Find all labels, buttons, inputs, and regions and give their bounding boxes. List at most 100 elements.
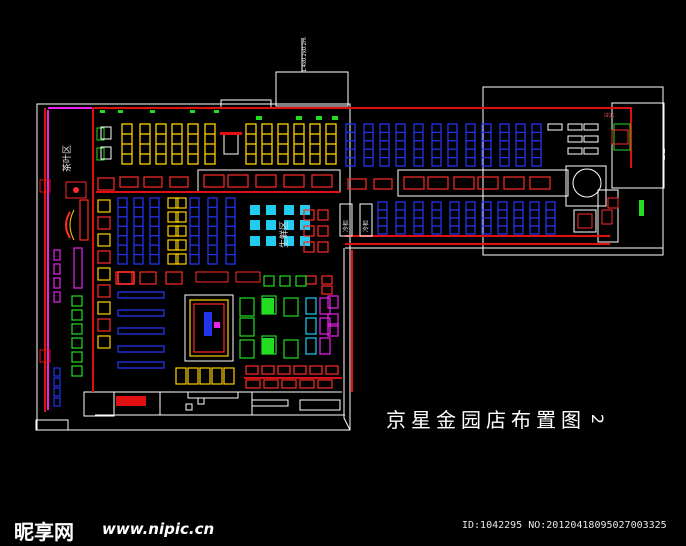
plan-title-text: 京星金园店布置图 [386,408,586,432]
shelf-unit [53,397,61,407]
shelf-unit [295,275,307,287]
shelf-unit [317,241,329,253]
bottom-rows-blue [117,291,165,369]
shelf-unit [71,309,83,321]
shelf-unit [97,177,115,191]
shelf-unit [117,197,128,265]
shelf-unit [204,312,212,336]
shelf-unit [71,323,83,335]
shelf-unit [250,205,260,215]
shelf-unit [447,123,458,167]
shelf-unit [239,339,255,359]
shelf-unit [97,335,111,349]
shelf-unit [133,197,144,265]
shelf-unit [71,337,83,349]
shelf-unit [175,197,187,209]
shelf-unit [263,275,275,287]
top-wall-fixtures [100,110,338,120]
top-shelving-yellow [121,123,337,165]
shelf-unit [345,123,356,167]
shelf-unit [143,176,163,188]
shelf-unit [187,367,199,385]
shelf-unit [175,225,187,237]
shelf-unit [203,174,225,188]
shelf-unit [71,295,83,307]
shelf-unit [427,176,449,190]
shelf-unit [97,301,111,315]
shelf-unit [262,338,274,354]
shelf-unit [97,199,111,213]
shelf-unit [303,225,315,237]
shelf-unit [431,123,442,167]
shelf-unit [413,123,424,167]
shelf-unit [373,178,393,190]
dimension-label-right: — — [662,148,668,160]
shelf-unit [239,297,255,317]
shelf-unit [165,271,183,285]
shelf-unit [303,209,315,221]
shelf-unit [167,197,179,209]
shelf-unit [214,322,220,328]
shelf-unit [321,285,333,295]
shelf-unit [293,365,307,375]
shelf-unit [175,211,187,223]
shelf-unit [317,225,329,237]
shelf-unit [317,209,329,221]
shelf-unit [529,176,551,190]
shelf-unit [53,277,61,289]
shelf-unit [262,298,274,314]
shelf-unit [53,291,61,303]
shelf-unit [53,387,61,397]
shelf-unit [193,303,225,353]
watermark: 昵享网 www.nipic.cn [8,510,228,546]
fixture-label: 冷柜 [342,220,350,232]
top-shelving-blue [345,123,542,167]
shelf-unit [71,365,83,377]
centre-racks-blue [117,197,236,265]
shelf-unit [284,236,294,246]
shelf-unit [503,176,525,190]
shelf-unit [283,174,305,188]
building-outline [35,38,665,431]
shelf-unit [79,199,89,241]
shelf-unit [97,318,111,332]
shelf-unit [223,367,235,385]
shelf-unit [53,367,61,377]
shelf-unit [239,317,255,337]
shelf-unit [327,295,339,309]
shelf-unit [97,284,111,298]
shelf-unit [300,220,310,230]
shelf-unit [266,205,276,215]
shelf-unit [175,239,187,251]
shelf-unit [117,361,165,369]
shelf-unit [117,291,165,299]
shelf-unit [211,367,223,385]
shelf-unit [305,275,317,285]
shelf-unit [499,123,510,167]
shelf-unit [327,323,339,337]
shelf-unit [167,239,179,251]
shelf-unit [119,176,139,188]
shelf-unit [300,236,310,246]
shelf-unit [281,379,297,389]
shelf-unit [284,205,294,215]
left-shelving [97,197,339,389]
shelf-unit [207,197,218,265]
shelf-unit [263,379,279,389]
shelf-unit [317,379,333,389]
shelf-unit [115,271,133,285]
shelf-unit [321,275,333,285]
watermark-logo: 昵享网 [14,520,74,544]
shelf-unit [311,174,333,188]
shelf-unit [363,123,374,167]
shelf-unit [284,220,294,230]
shelf-unit [327,313,339,327]
shelf-unit [97,250,111,264]
shelf-unit [347,178,367,190]
left-wall-fixtures [53,199,89,407]
fixture-label: 冷柜 [362,220,370,232]
shelf-unit [175,253,187,265]
shelf-unit [149,197,160,265]
shelf-unit [227,174,249,188]
